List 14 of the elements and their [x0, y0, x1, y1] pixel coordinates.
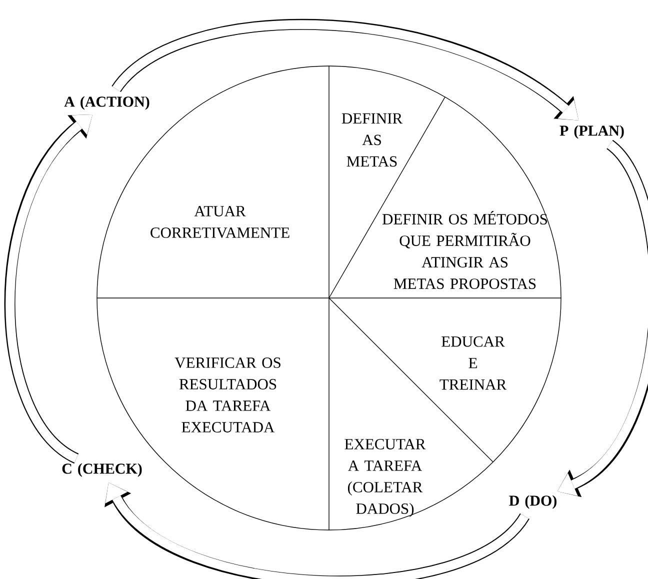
sector-text: EXECUTAR A TAREFA (COLETAR DADOS)	[344, 438, 426, 518]
cycle-arrow	[104, 482, 529, 579]
phase-label: D (DO)	[509, 495, 556, 509]
phase-label: P (PLAN)	[560, 125, 624, 139]
phase-label: A (ACTION)	[64, 96, 150, 110]
cycle-arrow	[557, 140, 648, 498]
sector-text: DEFINIR AS METAS	[342, 113, 403, 167]
cycle-arrow	[4, 114, 93, 464]
sector-text: VERIFICAR OS RESULTADOS DA TAREFA EXECUTADA	[174, 358, 280, 432]
phase-label: C (CHECK)	[62, 463, 142, 477]
sector-text: ATUAR CORRETIVAMENTE	[150, 206, 290, 238]
sector-text: DEFINIR OS MÉTODOS QUE PERMITIRÃO ATINGIR AS METAS PROPOSTAS	[382, 211, 547, 289]
cycle-arrow	[112, 19, 579, 120]
sector-text: EDUCAR E TREINAR	[440, 336, 507, 390]
